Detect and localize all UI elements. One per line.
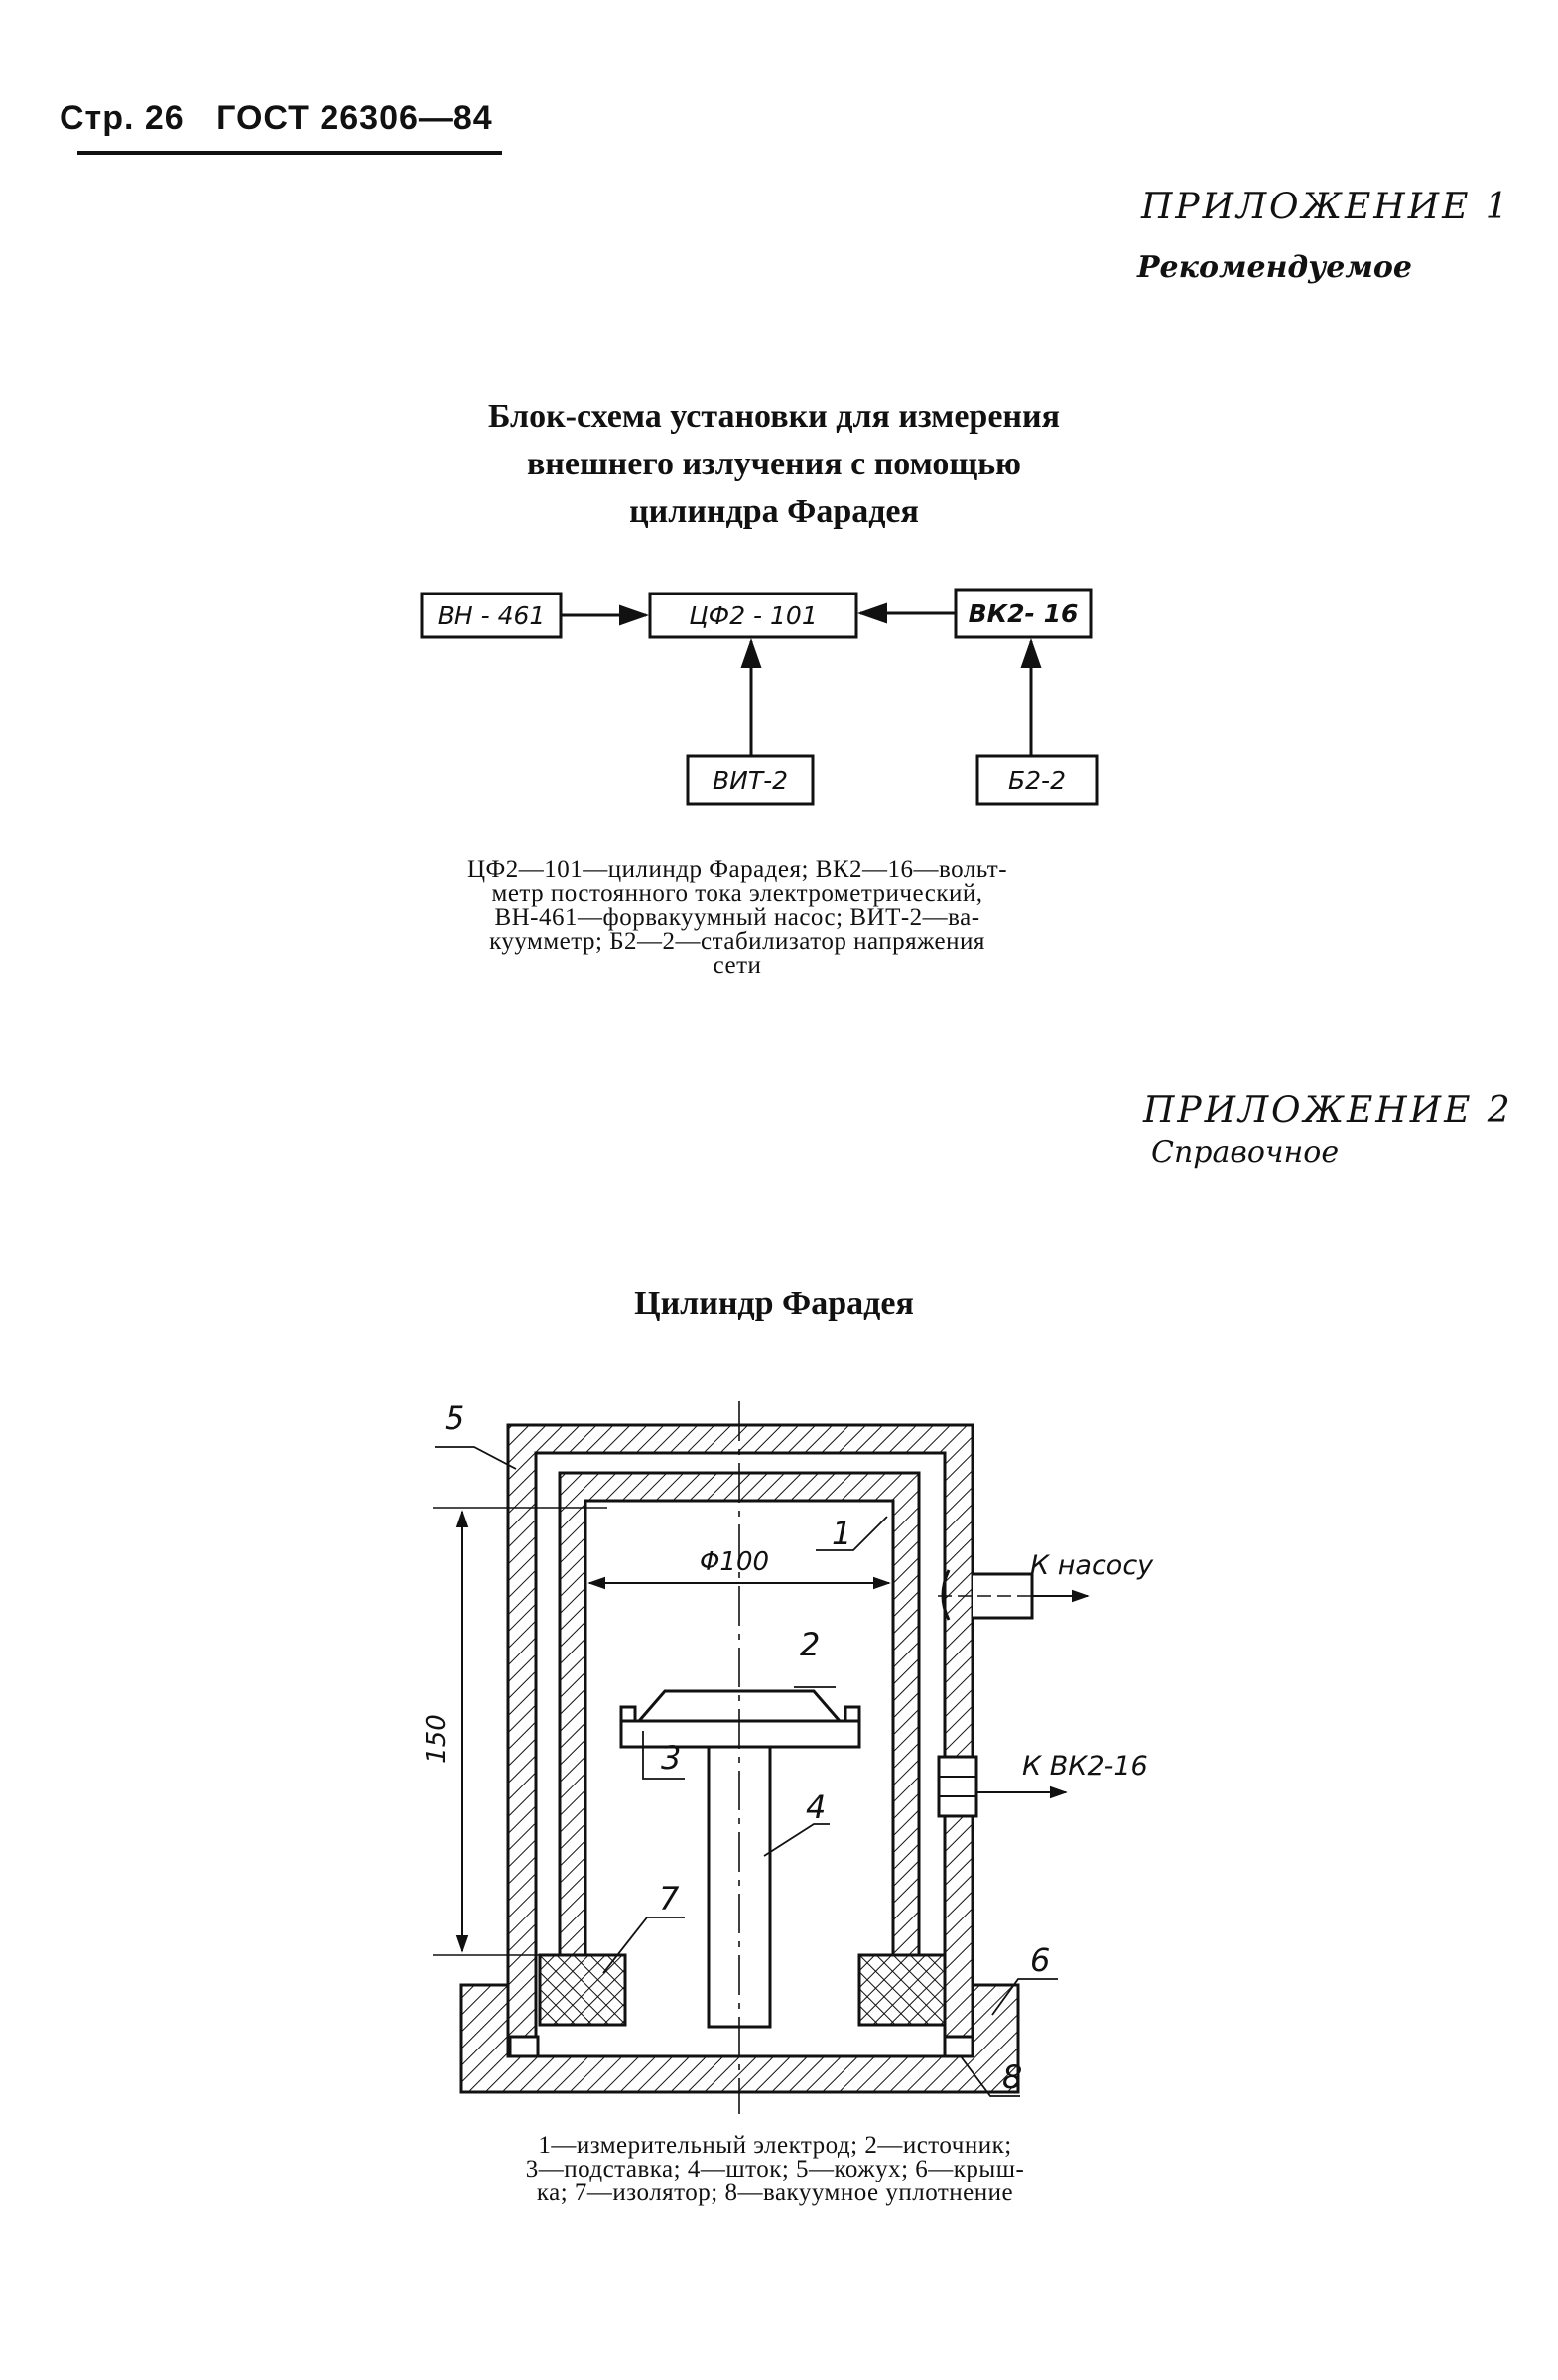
appendix1-status: Рекомендуемое xyxy=(1137,250,1412,285)
voltmeter-connector xyxy=(937,1755,978,1818)
caption-line: куумметр; Б2—2—стабилизатор напряжения xyxy=(489,928,985,955)
leader-4 xyxy=(763,1823,830,1857)
insulator-7-left xyxy=(538,1953,627,2027)
appendix2-title: Цилиндр Фарадея xyxy=(634,1285,914,1322)
caption-line: ВН-461—форвакуумный насос; ВИТ-2—ва- xyxy=(494,904,980,931)
appendix1-title-line: Блок-схема установки для измерения xyxy=(487,398,1061,435)
header-rule xyxy=(77,151,502,155)
block-vacuummeter-label: ВИТ-2 xyxy=(713,766,788,795)
appendix1-title-line: цилиндра Фарадея xyxy=(629,493,919,530)
stand-3 xyxy=(619,1719,861,1749)
caption-line: 3—подставка; 4—шток; 5—кожух; 6—крыш- xyxy=(525,2156,1025,2182)
seal-8-left xyxy=(508,2035,540,2058)
callout-6: 6 xyxy=(1030,1941,1050,1979)
to-pump-label: К насосу xyxy=(1030,1550,1154,1581)
callout-2: 2 xyxy=(800,1626,820,1663)
block-stabilizer xyxy=(975,754,1099,806)
to-voltmeter-label: К ВК2-16 xyxy=(1022,1751,1148,1782)
caption-line: 1—измерительный электрод; 2—источник; xyxy=(538,2132,1012,2159)
page-number: Стр. 26 xyxy=(60,99,185,137)
block-cylinder xyxy=(648,592,858,639)
leader-6 xyxy=(991,1978,1058,2016)
source-2 xyxy=(635,1689,844,1723)
block-stabilizer-label: Б2-2 xyxy=(1008,766,1066,795)
callout-4: 4 xyxy=(806,1788,826,1826)
page-header: Стр. 26 ГОСТ 26306—84 xyxy=(60,99,515,138)
caption-line: сети xyxy=(713,952,762,979)
block-cylinder-label: ЦФ2 - 101 xyxy=(689,601,817,630)
appendix2-caption: 1—измерительный электрод; 2—источник; 3—… xyxy=(413,2132,1137,2206)
insulator-7-right xyxy=(857,1953,947,2027)
caption-line: ЦФ2—101—цилиндр Фарадея; ВК2—16—вольт- xyxy=(466,857,1008,883)
block-voltmeter-label: ВК2- 16 xyxy=(969,599,1079,628)
appendix1-heading: ПРИЛОЖЕНИЕ 1 xyxy=(1141,187,1511,227)
appendix1-caption: ЦФ2—101—цилиндр Фарадея; ВК2—16—вольт- м… xyxy=(389,857,1086,979)
standard-number: ГОСТ 26306—84 xyxy=(216,99,493,137)
appendix2-status: Справочное xyxy=(1151,1135,1340,1170)
lid-6 xyxy=(459,1983,1020,2094)
appendix1-title-line: внешнего излучения с помощью xyxy=(526,446,1022,482)
caption-line: ка; 7—изолятор; 8—вакуумное уплотнение xyxy=(536,2180,1014,2206)
diameter-label: Φ100 xyxy=(700,1547,769,1577)
caption-line: метр постоянного тока электрометрический… xyxy=(491,880,983,907)
callout-5: 5 xyxy=(445,1399,464,1437)
block-pump-label: ВН - 461 xyxy=(438,601,546,630)
callout-3: 3 xyxy=(661,1739,681,1777)
leader-7 xyxy=(602,1917,685,1974)
leader-1 xyxy=(816,1516,888,1551)
leader-8 xyxy=(960,2055,1020,2097)
callout-7: 7 xyxy=(659,1880,680,1917)
appendix2-heading: ПРИЛОЖЕНИЕ 2 xyxy=(1143,1090,1513,1130)
callout-8: 8 xyxy=(1002,2058,1022,2096)
callout-1: 1 xyxy=(832,1515,851,1552)
appendix1-title: Блок-схема установки для измерения внешн… xyxy=(298,393,1250,536)
leader-3 xyxy=(642,1731,685,1780)
seal-8-right xyxy=(943,2035,974,2058)
height-label: 150 xyxy=(422,1714,452,1764)
leader-5 xyxy=(435,1446,517,1470)
